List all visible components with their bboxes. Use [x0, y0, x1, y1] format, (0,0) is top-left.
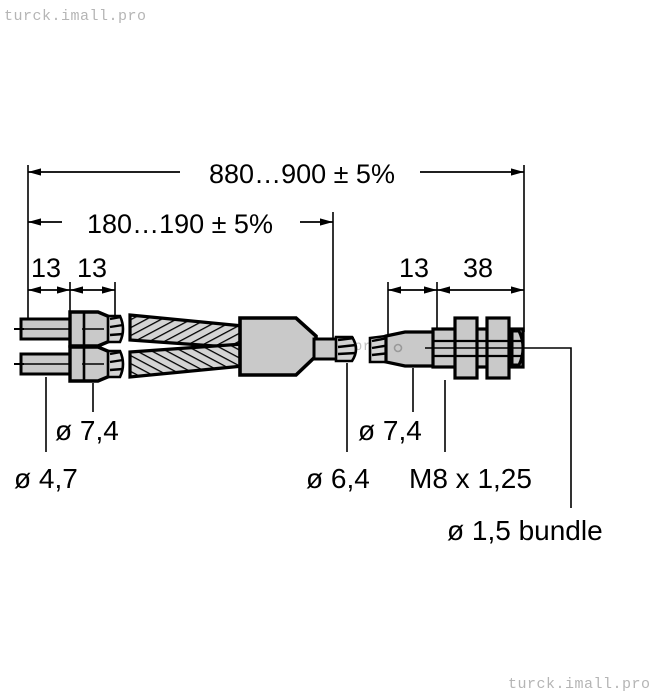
dimension-label-overall-length: 880…900 ± 5%: [209, 159, 395, 189]
y-splitter-body: [238, 316, 318, 377]
callout-boot-diameter-right: ø 7,4: [358, 415, 422, 446]
fiber-bottom-thread-tip: [106, 349, 125, 379]
dimension-label-branch-length: 180…190 ± 5%: [87, 209, 273, 239]
dimension-label-left-segment-1: 13: [31, 253, 61, 283]
leader-lines: [45, 347, 572, 508]
fiber-bottom-assembly: [14, 345, 125, 383]
dimension-right-segment-2: 38: [437, 253, 524, 294]
dimension-overall-length: 880…900 ± 5%: [28, 159, 524, 189]
main-cable-left: [312, 335, 358, 363]
sleeve-bottom-flexible: [128, 342, 245, 379]
dimension-right-segment-1: 13: [388, 253, 437, 294]
fiber-top-assembly: [14, 310, 125, 348]
callout-boot-diameter-left: ø 7,4: [55, 415, 119, 446]
cable-break-left: [334, 335, 358, 363]
main-cable-right: [368, 330, 436, 368]
dimension-label-right-segment-2: 38: [463, 253, 493, 283]
sleeve-top-flexible: [128, 313, 245, 350]
callout-fiber-diameter: ø 4,7: [14, 463, 78, 494]
cable-marker-dot: [393, 343, 403, 353]
cable-strain-relief: [384, 330, 436, 368]
dimension-label-right-segment-1: 13: [399, 253, 429, 283]
dimension-label-left-segment-2: 13: [77, 253, 107, 283]
callout-cable-diameter: ø 6,4: [306, 463, 370, 494]
m8-sensor-head: [425, 316, 533, 380]
fiber-top-thread-tip: [106, 314, 125, 344]
dimension-left-segment-1: 13: [28, 253, 70, 294]
callout-thread-spec: M8 x 1,25: [409, 463, 532, 494]
callout-bundle-spec: ø 1,5 bundle: [447, 515, 603, 546]
dimension-branch-length: 180…190 ± 5%: [28, 209, 333, 239]
watermark-bottom-right: turck.imall.pro: [508, 676, 650, 693]
watermark-top-left: turck.imall.pro: [4, 8, 147, 25]
dimension-left-segment-2: 13: [70, 253, 115, 294]
